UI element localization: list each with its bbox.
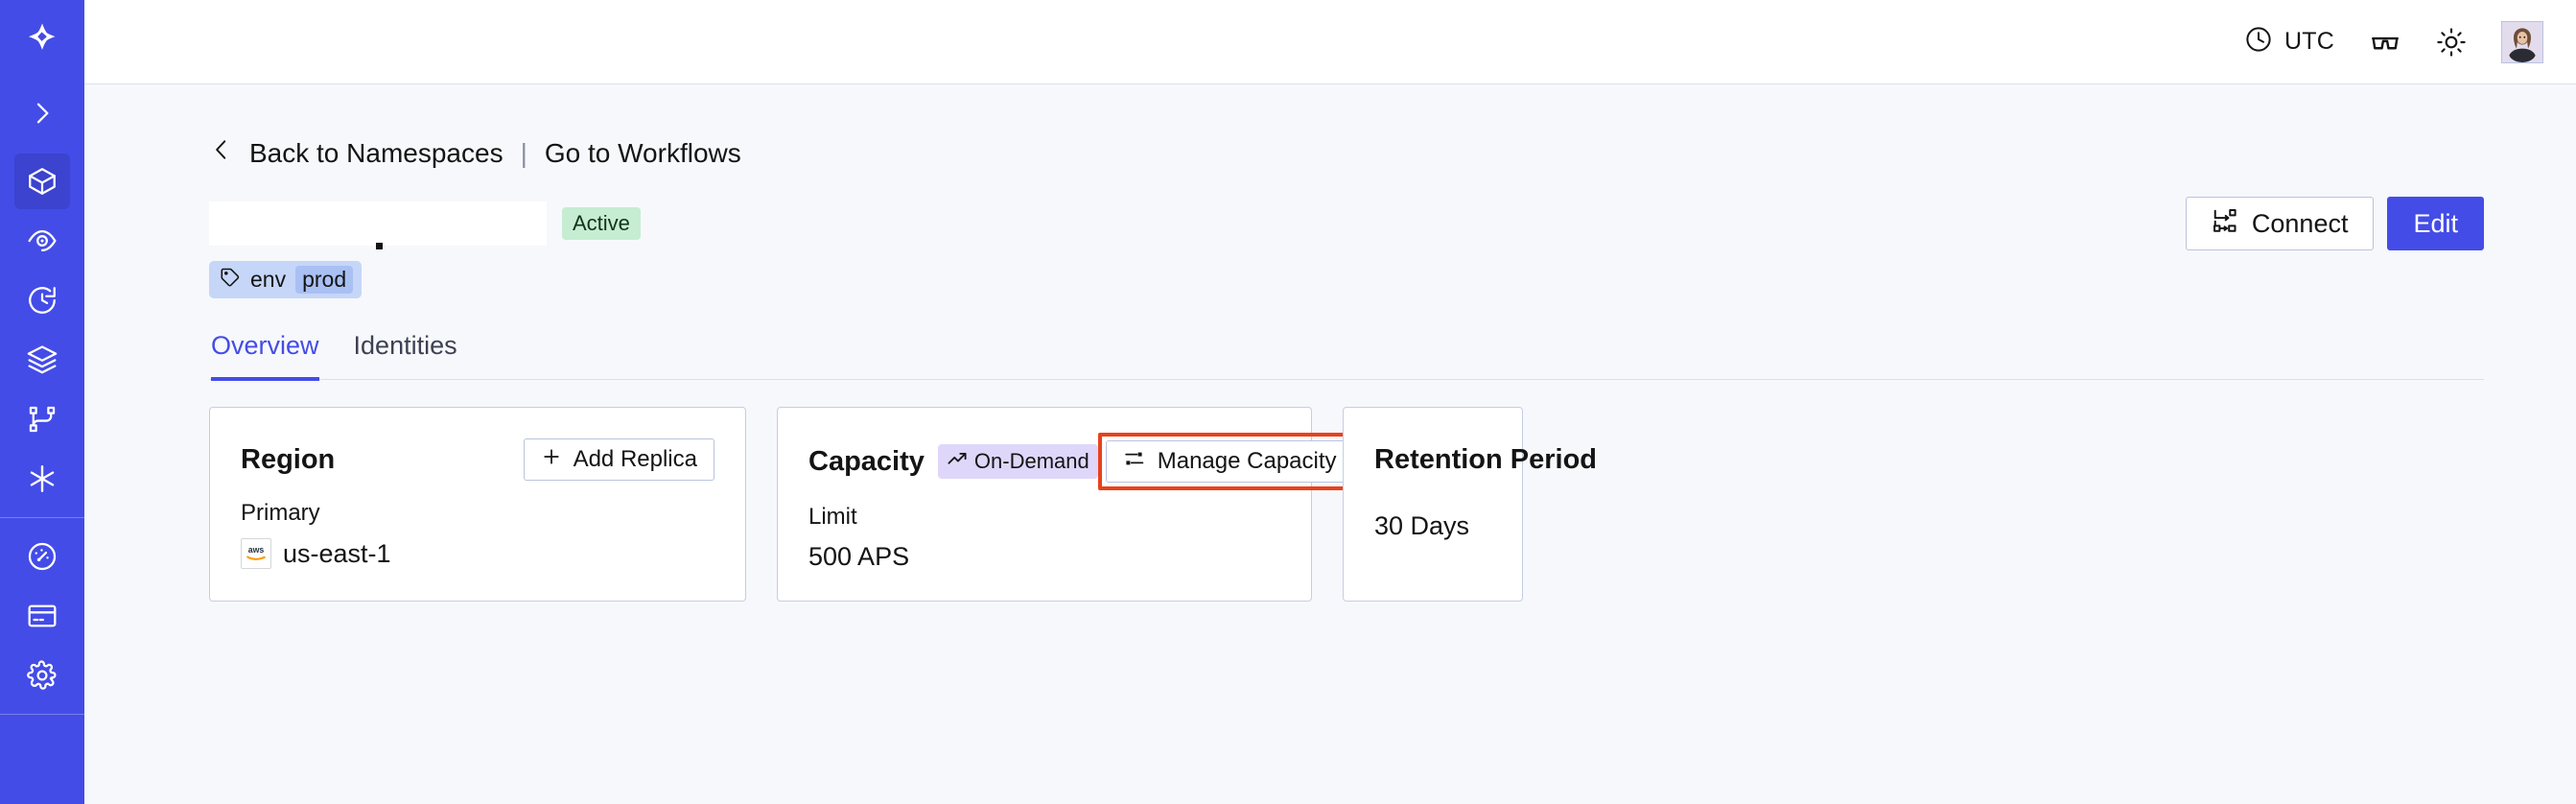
temporal-logo-button[interactable] (0, 0, 84, 75)
sidebar-expand-button[interactable] (0, 75, 84, 152)
region-primary-label: Primary (241, 500, 320, 526)
capacity-card-action: Manage Capacity (1097, 433, 1362, 490)
tab-overview[interactable]: Overview (211, 331, 319, 381)
tab-bar: Overview Identities (209, 331, 2484, 381)
chevron-right-icon (27, 98, 58, 129)
layers-icon (26, 343, 59, 376)
tag-key: env (250, 267, 287, 292)
top-header: UTC (84, 0, 2576, 84)
edit-button[interactable]: Edit (2387, 197, 2484, 250)
clock-icon (2244, 25, 2273, 59)
credit-card-icon (26, 600, 59, 632)
capacity-limit-label: Limit (808, 504, 857, 530)
sidebar-divider-bottom (0, 714, 84, 715)
overview-cards: Region Add Replica (209, 407, 2484, 602)
manage-capacity-highlight: Manage Capacity (1097, 433, 1362, 490)
breadcrumb-back-link[interactable]: Back to Namespaces (249, 137, 503, 168)
capacity-mode-label: On-Demand (973, 449, 1089, 473)
tag-chip-env[interactable]: env prod (209, 261, 363, 298)
capacity-card-header: Capacity On-Demand (808, 433, 1362, 490)
page-title (209, 201, 547, 249)
page-content: Back to Namespaces | Go to Workflows Act… (84, 84, 2576, 804)
capacity-limit-value: 500 APS (808, 542, 910, 571)
timezone-label: UTC (2284, 28, 2334, 55)
cube-icon (26, 165, 59, 198)
trending-up-icon (947, 448, 968, 475)
plus-icon (541, 446, 562, 474)
header-actions: UTC (2244, 20, 2543, 63)
primary-sidebar (0, 0, 84, 804)
namespace-tags: env prod (209, 261, 2484, 298)
sidebar-item-billing[interactable] (14, 588, 70, 644)
tag-icon (220, 267, 241, 294)
retention-card-header: Retention Period (1374, 433, 1597, 486)
region-card: Region Add Replica (209, 407, 746, 602)
namespace-actions: Connect Edit (2185, 197, 2484, 250)
workflow-connect-icon (2212, 207, 2238, 241)
region-primary-value-row: aws us-east-1 (241, 538, 714, 569)
sidebar-item-schedules[interactable] (14, 272, 70, 328)
manage-capacity-button[interactable]: Manage Capacity (1105, 440, 1354, 483)
capacity-mode-badge: On-Demand (937, 444, 1098, 479)
retention-value: 30 Days (1374, 511, 1470, 540)
manage-capacity-label: Manage Capacity (1157, 448, 1337, 474)
temporal-logo-icon (23, 18, 61, 57)
region-card-title: Region (241, 443, 336, 475)
timezone-selector[interactable]: UTC (2244, 25, 2334, 59)
status-badge: Active (562, 207, 641, 240)
sidebar-item-batch-operations[interactable] (14, 332, 70, 388)
breadcrumb-separator: | (520, 137, 527, 168)
gauge-icon (26, 540, 59, 573)
sliders-icon (1123, 447, 1146, 477)
sidebar-item-namespaces[interactable] (14, 154, 70, 209)
sidebar-item-nexus[interactable] (14, 391, 70, 447)
breadcrumb-workflows-link[interactable]: Go to Workflows (544, 137, 741, 168)
region-card-action: Add Replica (523, 438, 714, 481)
sidebar-item-usage[interactable] (14, 529, 70, 584)
eye-spiral-icon (26, 225, 59, 257)
glasses-icon[interactable] (2369, 26, 2401, 59)
breadcrumb: Back to Namespaces | Go to Workflows (209, 135, 2484, 171)
region-primary-value: us-east-1 (283, 538, 391, 568)
sun-icon[interactable] (2436, 27, 2467, 58)
chevron-left-icon[interactable] (209, 135, 234, 171)
sidebar-item-settings[interactable] (14, 648, 70, 703)
gear-icon (26, 659, 59, 692)
asterisk-icon (26, 462, 59, 495)
edit-button-label: Edit (2413, 208, 2458, 238)
aws-logo: aws (241, 538, 271, 569)
tag-value: prod (295, 266, 354, 294)
add-replica-label: Add Replica (573, 446, 697, 472)
retention-card: Retention Period 30 Days (1343, 407, 1597, 602)
retention-card-title: Retention Period (1374, 443, 1598, 475)
sidebar-item-integrations[interactable] (14, 451, 70, 507)
sidebar-item-observability[interactable] (14, 213, 70, 269)
svg-text:aws: aws (248, 545, 265, 555)
clock-arrow-icon (26, 284, 59, 317)
add-replica-button[interactable]: Add Replica (523, 438, 714, 481)
main-pane: UTC (84, 0, 2576, 804)
avatar[interactable] (2501, 20, 2543, 63)
namespace-title-row: Active (209, 197, 2484, 250)
capacity-card: Capacity On-Demand (777, 407, 1362, 602)
git-branch-icon (26, 403, 59, 436)
tab-identities[interactable]: Identities (353, 331, 457, 360)
connect-button[interactable]: Connect (2185, 197, 2375, 250)
connect-button-label: Connect (2251, 208, 2349, 238)
sidebar-divider (0, 517, 84, 518)
capacity-card-title: Capacity (808, 445, 925, 477)
region-card-header: Region Add Replica (241, 433, 714, 486)
